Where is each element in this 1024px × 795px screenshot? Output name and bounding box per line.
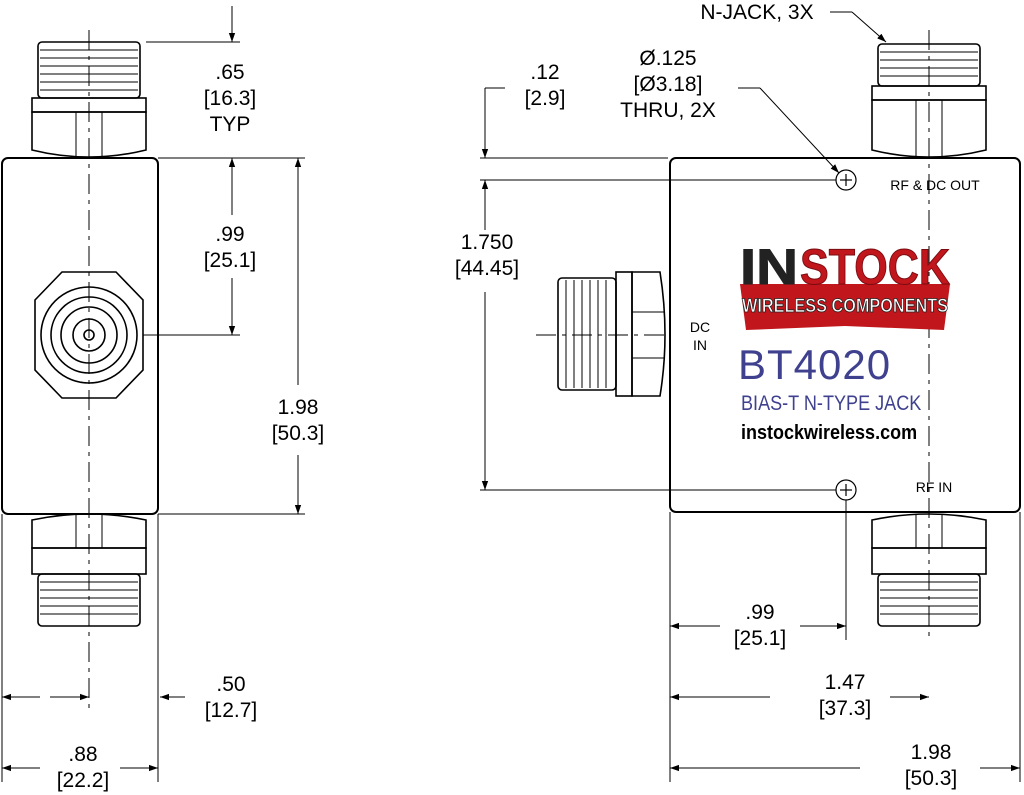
dim-port-offset-mm: [25.1] (733, 627, 787, 650)
dim-hole-spacing-in: 1.750 (460, 231, 514, 254)
dim-connector-center: 1.47 [37.3] (800, 670, 890, 722)
dim-half-width-mm: [12.7] (204, 699, 258, 722)
connector-callout: N-JACK, 3X (700, 1, 814, 24)
dim-half-width-in: .50 (216, 673, 246, 696)
port-dc-in-line1: DC (689, 319, 711, 335)
dim-connector-length-in: .65 (215, 61, 245, 84)
instock-logo: IN STOCK WIRELESS COMPONENTS (740, 239, 951, 330)
right-side-connector (557, 271, 666, 397)
dim-port-offset-in: .99 (745, 601, 775, 624)
dim-connector-length-note: TYP (209, 113, 251, 136)
dim-body-height-in: 1.98 (277, 396, 319, 419)
product-description: BIAS-T N-TYPE JACK (741, 392, 922, 415)
dim-hole-offset: .12 [2.9] (505, 60, 585, 112)
dim-half-width: .50 [12.7] (186, 672, 276, 724)
dim-connector-center-in: 1.47 (824, 671, 866, 694)
model-number: BT4020 (738, 341, 892, 388)
dim-hole-diameter-mm: [Ø3.18] (633, 73, 703, 96)
website-url: instockwireless.com (741, 422, 918, 444)
dim-connector-length-mm: [16.3] (203, 87, 257, 110)
port-rf-in-label: RF IN (915, 479, 953, 495)
dim-hole-spacing-mm: [44.45] (454, 257, 520, 280)
dim-connector-center-mm: [37.3] (818, 697, 872, 720)
dim-body-length: 1.98 [50.3] (886, 740, 976, 792)
dim-hole-offset-in: .12 (530, 61, 560, 84)
right-dimension-lines (480, 11, 1021, 782)
dim-body-height: 1.98 [50.3] (258, 395, 338, 447)
right-body (669, 157, 1021, 513)
port-rf-dc-out-label: RF & DC OUT (890, 177, 980, 193)
dim-width-mm: [22.2] (56, 769, 110, 792)
dim-hole-diameter-in: Ø.125 (639, 47, 697, 70)
logo-banner (740, 284, 950, 330)
left-dimension-lines (1, 6, 305, 782)
mounting-hole-bottom (835, 479, 857, 501)
logo-stock-text: STOCK (800, 239, 950, 295)
dim-hole-diameter-note: THRU, 2X (620, 99, 716, 122)
dim-body-length-in: 1.98 (910, 741, 952, 764)
port-dc-in-line2: IN (693, 337, 707, 353)
logo-in-text: IN (740, 239, 798, 295)
port-dc-in-label: DC IN (680, 318, 720, 354)
dim-hole-diameter: Ø.125 [Ø3.18] THRU, 2X (598, 46, 738, 124)
dim-body-height-mm: [50.3] (271, 422, 325, 445)
dim-center-offset: .99 [25.1] (185, 222, 275, 274)
left-view-drawing (1, 30, 159, 712)
left-body (1, 157, 159, 515)
dim-port-offset: .99 [25.1] (715, 600, 805, 652)
dim-body-length-mm: [50.3] (904, 767, 958, 790)
dim-connector-length: .65 [16.3] TYP (190, 60, 270, 138)
dim-hole-spacing: 1.750 [44.45] (438, 230, 536, 282)
logo-sub-text: WIRELESS COMPONENTS (742, 296, 948, 317)
dim-width-in: .88 (68, 743, 98, 766)
right-view-drawing (536, 30, 1021, 640)
dim-width: .88 [22.2] (38, 742, 128, 794)
dim-center-offset-in: .99 (215, 223, 245, 246)
dim-center-offset-mm: [25.1] (203, 249, 257, 272)
dim-hole-offset-mm: [2.9] (524, 87, 566, 110)
